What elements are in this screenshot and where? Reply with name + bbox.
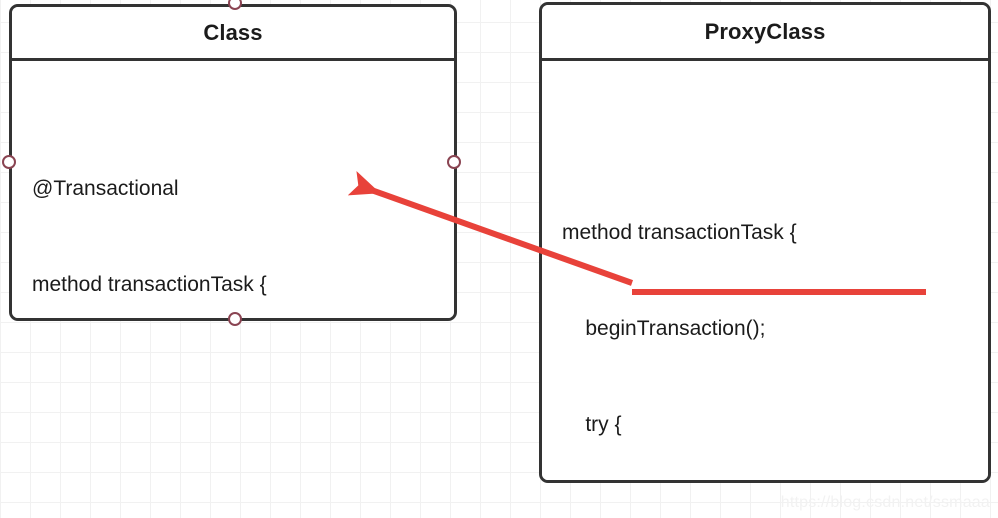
uml-class-header-class: Class xyxy=(12,7,454,61)
connection-handle-right[interactable] xyxy=(447,155,461,169)
code-block-proxyclass: method transactionTask { beginTransactio… xyxy=(562,153,833,480)
code-line: beginTransaction(); xyxy=(562,317,766,340)
uml-class-body-proxyclass: method transactionTask { beginTransactio… xyxy=(542,61,988,480)
uml-class-box-class[interactable]: Class @Transactional method transactionT… xyxy=(9,4,457,321)
uml-class-body-class: @Transactional method transactionTask { … xyxy=(12,61,454,318)
code-block-class: @Transactional method transactionTask { … xyxy=(32,109,267,318)
uml-class-box-proxyclass[interactable]: ProxyClass method transactionTask { begi… xyxy=(539,2,991,483)
uml-class-header-proxyclass: ProxyClass xyxy=(542,5,988,61)
connection-handle-left[interactable] xyxy=(2,155,16,169)
connection-handle-bottom[interactable] xyxy=(228,312,242,326)
code-line: method transactionTask { xyxy=(32,273,267,296)
uml-class-title-proxyclass: ProxyClass xyxy=(704,18,826,44)
uml-class-title-class: Class xyxy=(203,19,263,45)
code-line: method transactionTask { xyxy=(562,221,797,244)
connection-handle-top[interactable] xyxy=(228,0,242,10)
watermark-text: https://blog.csdn.net/ssmaaa xyxy=(780,494,990,511)
code-line: try { xyxy=(562,413,622,436)
code-line: @Transactional xyxy=(32,177,179,200)
